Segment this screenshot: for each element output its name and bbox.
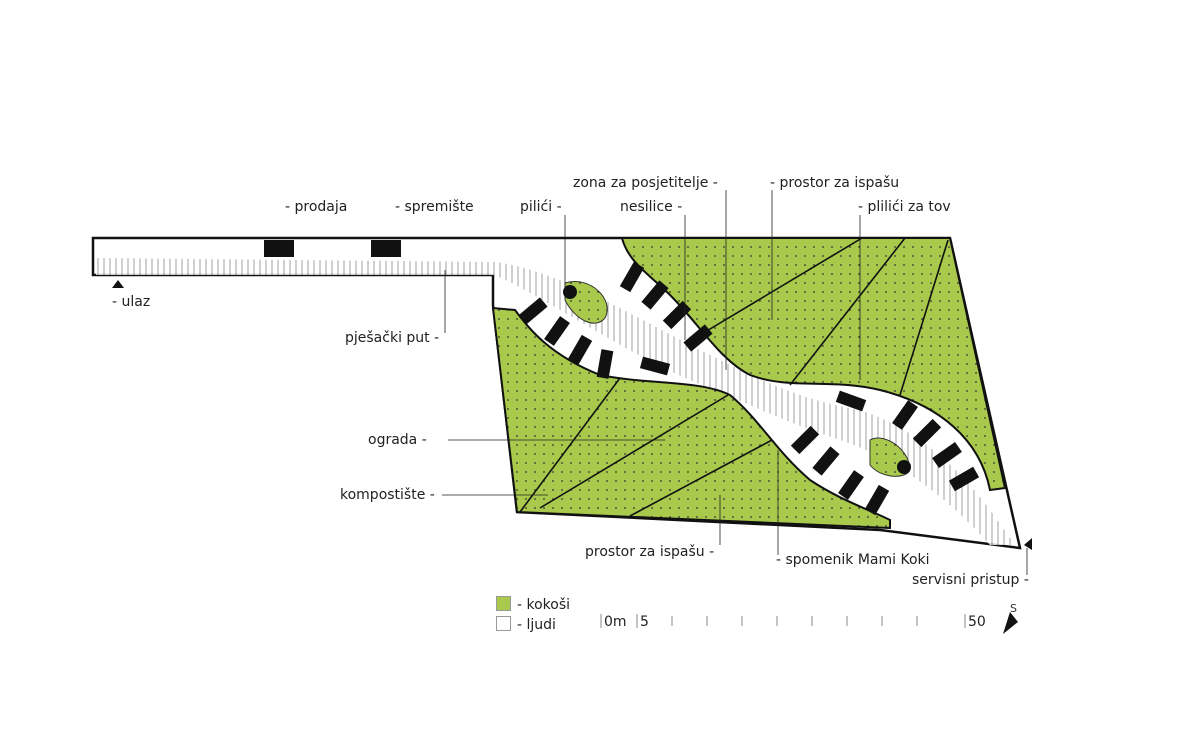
label-fence: ograda - — [368, 432, 427, 448]
legend-label: - kokoši — [517, 597, 571, 613]
storage-building — [371, 240, 401, 257]
fences — [519, 237, 949, 517]
leader-lines — [442, 190, 1028, 575]
legend-swatch-green — [496, 596, 511, 611]
entrance-arrow-icon — [112, 280, 124, 288]
label-broilers: - plilići za tov — [858, 199, 951, 215]
north-arrow-icon — [1003, 612, 1018, 634]
label-walking-path: pješački put - — [345, 330, 440, 346]
sales-building — [264, 240, 294, 257]
label-laying-hens: nesilice - — [620, 199, 683, 215]
chicken-area-lower — [491, 306, 891, 530]
label-chicks: pilići - — [520, 199, 562, 215]
label-visitor-zone: zona za posjetitelje - — [573, 175, 718, 191]
label-compost: kompostište - — [340, 487, 435, 503]
legend-label: - ljudi — [517, 617, 556, 633]
coops — [518, 261, 980, 516]
legend-swatch-white — [496, 616, 511, 631]
service-arrow-icon — [1024, 538, 1032, 550]
scale-end: 50 — [968, 614, 986, 630]
label-storage: - spremište — [395, 199, 474, 215]
north-symbol: S — [1010, 602, 1017, 615]
label-service-access: servisni pristup - — [912, 572, 1029, 588]
legend-item-chickens: - kokoši — [496, 596, 570, 613]
label-entrance: - ulaz — [112, 294, 151, 310]
label-monument: - spomenik Mami Koki — [776, 552, 930, 568]
label-grazing-top: - prostor za ispašu — [770, 175, 900, 191]
label-grazing-bottom: prostor za ispašu - — [585, 544, 715, 560]
scale-bar — [600, 614, 966, 628]
scale-mid: 5 — [640, 614, 649, 630]
scale-start: 0m — [604, 614, 627, 630]
label-sales: - prodaja — [285, 199, 348, 215]
legend-item-people: - ljudi — [496, 616, 556, 633]
